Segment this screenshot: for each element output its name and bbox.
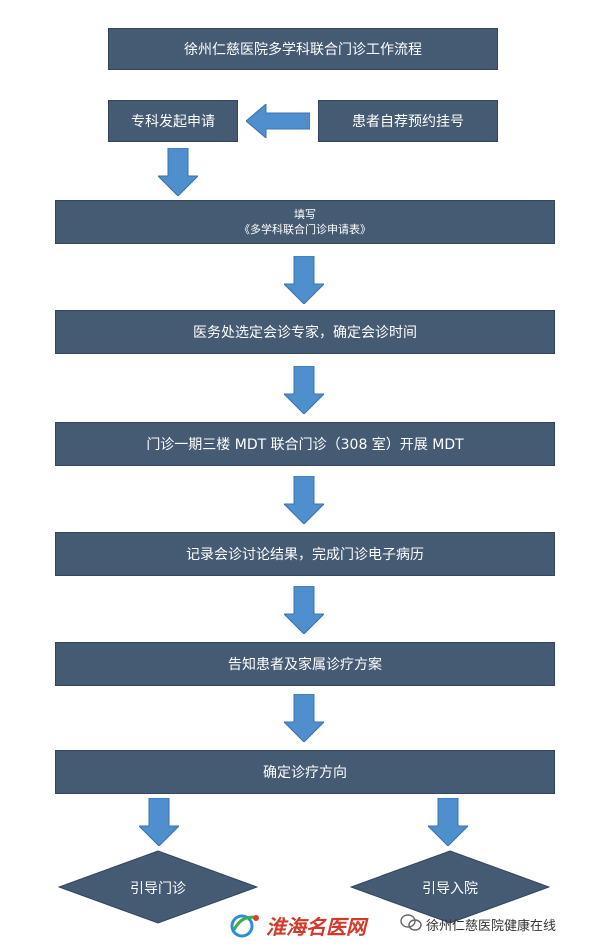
down-arrow-icon [284, 256, 324, 304]
title-text: 徐州仁慈医院多学科联合门诊工作流程 [184, 42, 422, 58]
patient-booking-box: 患者自荐预约挂号 [318, 100, 498, 142]
inform-family-text: 告知患者及家属诊疗方案 [228, 657, 382, 673]
down-arrow-icon [284, 586, 324, 634]
logo-text: 淮海名医网 [266, 915, 366, 939]
down-arrow-icon [158, 148, 198, 196]
determine-direction-box: 确定诊疗方向 [55, 750, 555, 794]
hold-mdt-text: 门诊一期三楼 MDT 联合门诊（308 室）开展 MDT [146, 437, 464, 453]
down-arrow-icon [284, 694, 324, 742]
hold-mdt-box: 门诊一期三楼 MDT 联合门诊（308 室）开展 MDT [55, 422, 555, 466]
account-text: 徐州仁慈医院健康在线 [426, 919, 557, 934]
guide-admission-diamond [350, 850, 550, 924]
guide-outpatient-text: 引导门诊 [130, 881, 186, 897]
specialty-request-box: 专科发起申请 [108, 100, 238, 142]
down-arrow-icon [284, 476, 324, 524]
title-box: 徐州仁慈医院多学科联合门诊工作流程 [108, 28, 498, 70]
logo-icon [230, 914, 259, 938]
guide-admission-text: 引导入院 [422, 881, 478, 897]
wechat-icon [400, 914, 422, 931]
left-arrow-icon [246, 104, 310, 138]
record-results-box: 记录会诊讨论结果，完成门诊电子病历 [55, 532, 555, 576]
down-arrow-icon [284, 366, 324, 414]
record-results-text: 记录会诊讨论结果，完成门诊电子病历 [186, 547, 424, 563]
watermark: 淮海名医网 徐州仁慈医院健康在线 [228, 906, 588, 942]
assign-experts-text: 医务处选定会诊专家，确定会诊时间 [193, 325, 417, 341]
guide-outpatient-diamond [58, 850, 258, 924]
down-arrow-icon [428, 798, 468, 846]
assign-experts-box: 医务处选定会诊专家，确定会诊时间 [55, 310, 555, 354]
fill-form-line1: 填写 [294, 208, 316, 221]
specialty-request-text: 专科发起申请 [131, 114, 215, 130]
inform-family-box: 告知患者及家属诊疗方案 [55, 642, 555, 686]
fill-form-line2: 《多学科联合门诊申请表》 [239, 223, 371, 236]
patient-booking-text: 患者自荐预约挂号 [352, 114, 464, 130]
down-arrow-icon [139, 798, 179, 846]
determine-direction-text: 确定诊疗方向 [263, 765, 347, 781]
fill-form-box: 填写 《多学科联合门诊申请表》 [55, 200, 555, 244]
